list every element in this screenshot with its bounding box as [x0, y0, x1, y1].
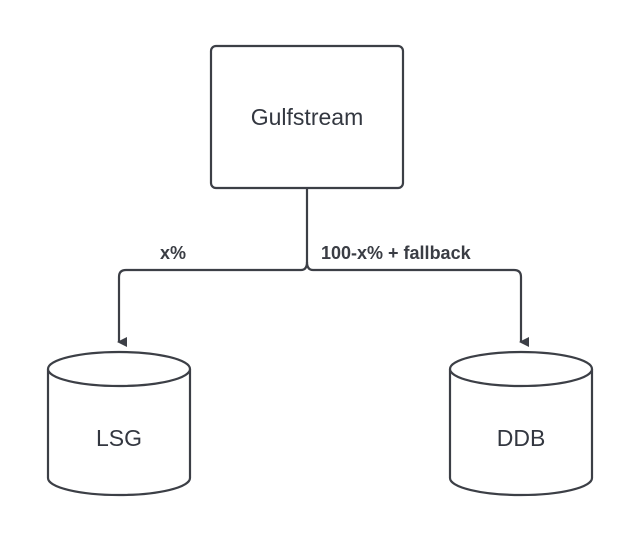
ddb-cylinder-body: [448, 369, 594, 497]
edge-to-lsg: [117, 188, 309, 347]
gulfstream-node: Gulfstream: [209, 44, 405, 190]
lsg-label: LSG: [96, 425, 142, 451]
lsg-cylinder-body: [46, 369, 192, 497]
lsg-node: LSG: [46, 350, 192, 497]
ddb-node: DDB: [448, 350, 594, 497]
edge-to-ddb: [305, 261, 529, 347]
gulfstream-label: Gulfstream: [251, 104, 363, 130]
ddb-label: DDB: [497, 425, 546, 451]
connectors: [117, 188, 529, 347]
lsg-cylinder-top: [46, 350, 192, 388]
edge-label-x-percent: x%: [160, 243, 186, 263]
ddb-cylinder-top: [448, 350, 594, 388]
edge-label-fallback: 100-x% + fallback: [321, 243, 472, 263]
